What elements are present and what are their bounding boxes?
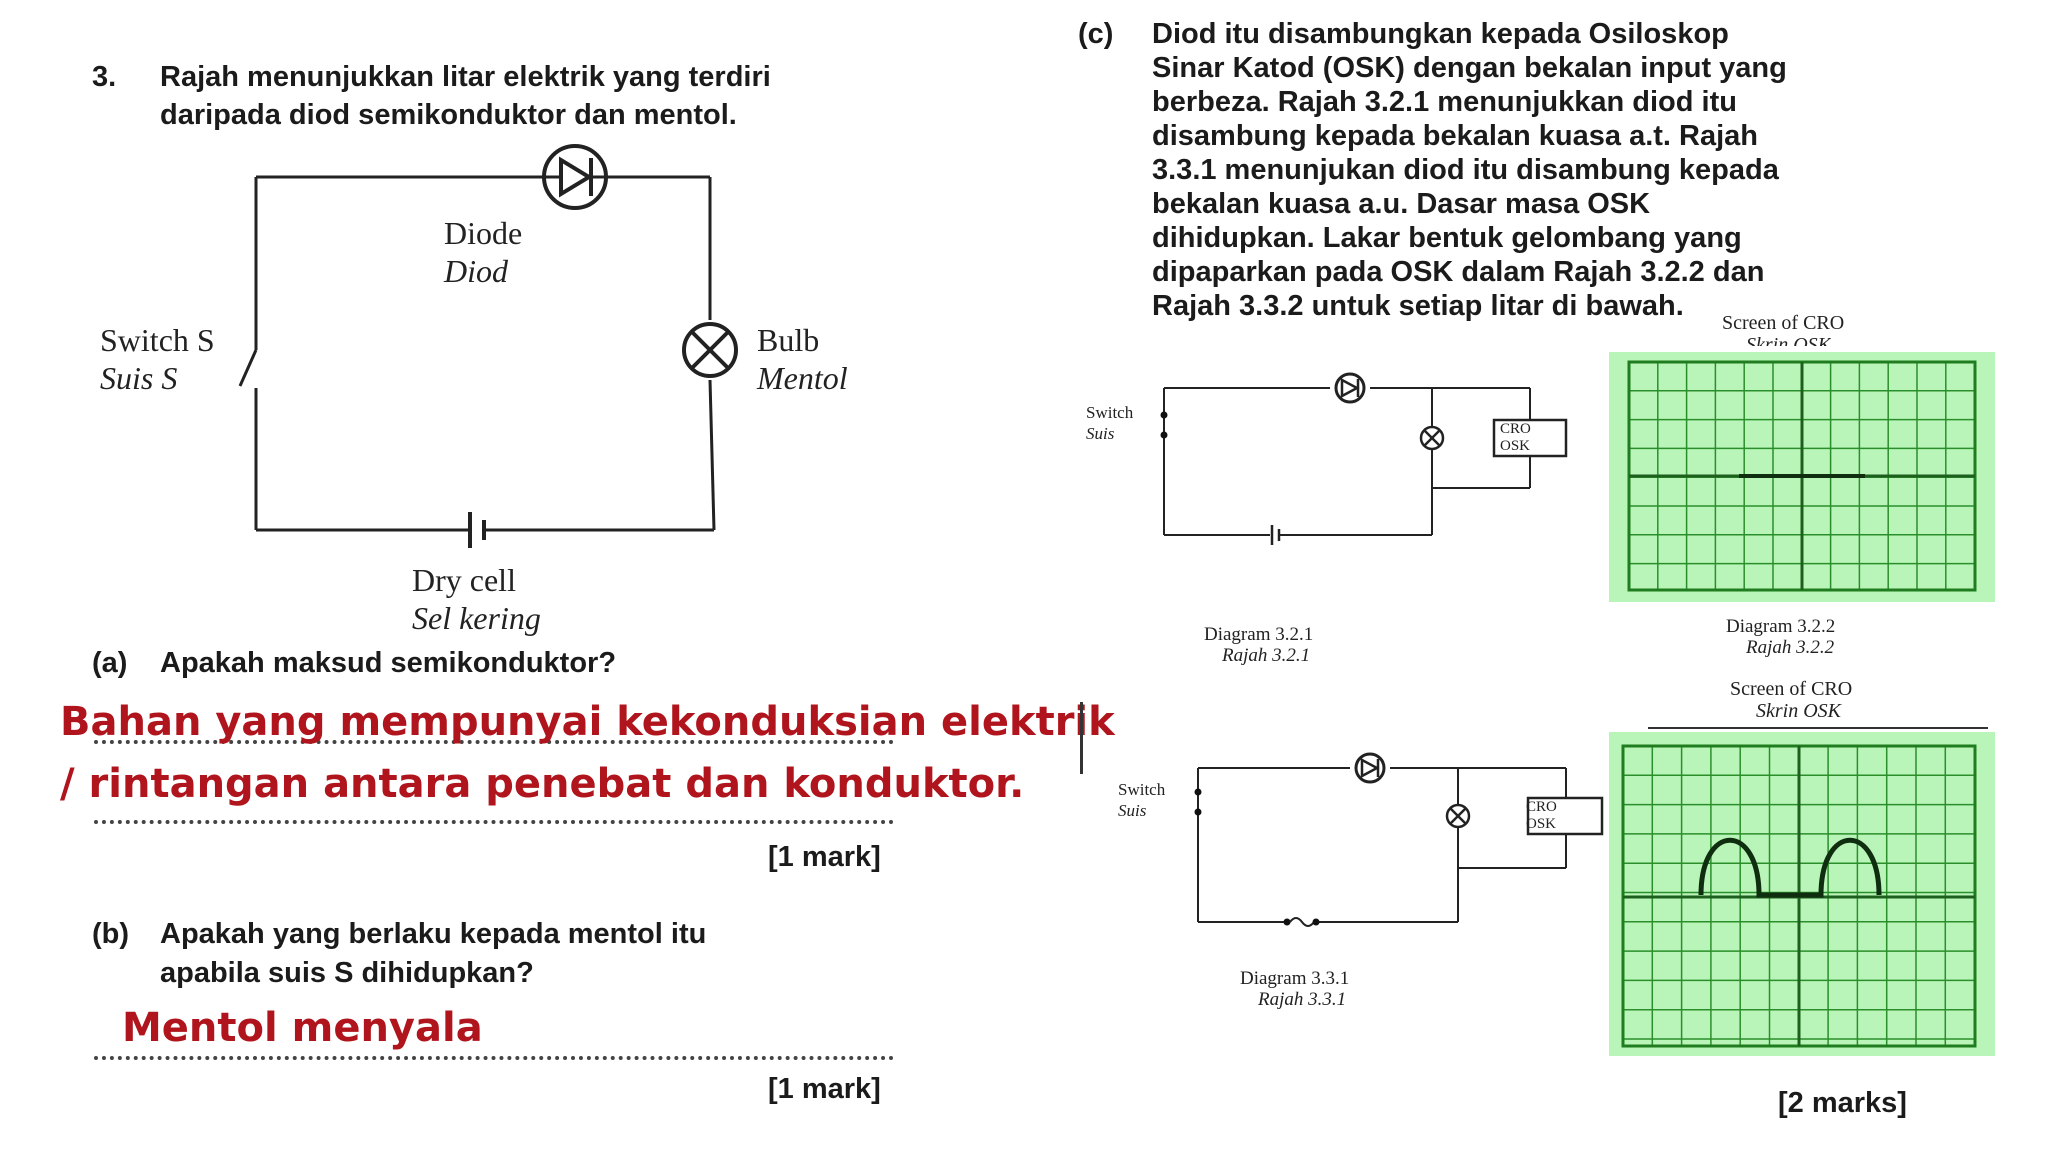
question-number: 3. — [92, 61, 117, 93]
d322-caption-en: Diagram 3.2.2 — [1726, 616, 1836, 637]
part-c-marks: [2 marks] — [1778, 1087, 1907, 1119]
divider-line — [1648, 727, 1988, 729]
part-c-line: Rajah 3.3.2 untuk setiap litar di bawah. — [1152, 290, 1684, 322]
part-a-answer-line1: Bahan yang mempunyai kekonduksian elektr… — [60, 699, 1115, 745]
part-b-answer: Mentol menyala — [122, 1005, 483, 1051]
part-a-label: (a) — [92, 647, 128, 679]
part-b-marks: [1 mark] — [768, 1073, 881, 1105]
answer-line — [94, 1056, 894, 1060]
part-c-line: 3.3.1 menunjukan diod itu disambung kepa… — [1152, 154, 1779, 186]
d322-screen-ms: Skrin OSK — [1746, 334, 1831, 346]
cro-screen-332 — [1609, 732, 1995, 1056]
main-circuit-diagram — [238, 144, 738, 548]
part-a-answer-line2: / rintangan antara penebat dan konduktor… — [60, 761, 1025, 807]
part-c-line: disambung kepada bekalan kuasa a.t. Raja… — [1152, 120, 1758, 152]
d331-caption-ms: Rajah 3.3.1 — [1258, 989, 1347, 1010]
part-c-line: Sinar Katod (OSK) dengan bekalan input y… — [1152, 52, 1787, 84]
diagram-321-circuit — [1160, 372, 1568, 545]
d331-cro-ms: OSK — [1526, 816, 1557, 832]
d321-cro-ms: OSK — [1500, 438, 1531, 454]
part-a-marks: [1 mark] — [768, 841, 881, 873]
d331-switch-en: Switch — [1118, 780, 1166, 799]
diode-label-en: Diode — [444, 215, 523, 251]
d322-caption-ms: Rajah 3.2.2 — [1746, 637, 1835, 658]
cell-label-en: Dry cell — [412, 562, 516, 598]
d331-cro-en: CRO — [1526, 799, 1557, 815]
part-c-line: Diod itu disambungkan kepada Osiloskop — [1152, 18, 1729, 50]
switch-label-ms: Suis S — [100, 360, 178, 396]
cro-screen-322 — [1609, 352, 1995, 602]
part-c-line: dipaparkan pada OSK dalam Rajah 3.2.2 da… — [1152, 256, 1765, 288]
d321-switch-en: Switch — [1086, 403, 1134, 422]
dry-cell-symbol — [468, 512, 486, 548]
answer-line — [94, 740, 894, 744]
d331-caption-en: Diagram 3.3.1 — [1240, 968, 1350, 989]
bulb-label-en: Bulb — [757, 322, 820, 358]
d321-caption-ms: Rajah 3.2.1 — [1222, 645, 1311, 666]
question-stem-line2: daripada diod semikonduktor dan mentol. — [160, 99, 737, 131]
switch-label-en: Switch S — [100, 322, 215, 358]
d321-switch-ms: Suis — [1086, 424, 1115, 443]
d332-screen-ms: Skrin OSK — [1756, 700, 1841, 722]
bulb-symbol — [682, 322, 738, 378]
bulb-label-ms: Mentol — [757, 360, 848, 396]
part-c-line: bekalan kuasa a.u. Dasar masa OSK — [1152, 188, 1651, 220]
d332-screen-en: Screen of CRO — [1730, 678, 1853, 700]
part-c-label: (c) — [1078, 18, 1114, 50]
d331-switch-ms: Suis — [1118, 801, 1147, 820]
part-a-question: Apakah maksud semikonduktor? — [160, 647, 617, 679]
d321-cro-en: CRO — [1500, 421, 1531, 437]
answer-line — [94, 820, 894, 824]
diode-symbol — [530, 144, 620, 210]
margin-bar — [1080, 702, 1083, 774]
cell-label-ms: Sel kering — [412, 600, 541, 636]
diode-label-ms: Diod — [444, 253, 508, 289]
diagram-331-circuit — [1194, 752, 1604, 927]
part-c-line: dihidupkan. Lakar bentuk gelombang yang — [1152, 222, 1742, 254]
d322-screen-en: Screen of CRO — [1722, 312, 1845, 334]
question-stem-line1: Rajah menunjukkan litar elektrik yang te… — [160, 61, 771, 93]
d321-caption-en: Diagram 3.2.1 — [1204, 624, 1314, 645]
part-b-label: (b) — [92, 918, 130, 950]
part-c-text: Diod itu disambungkan kepada Osiloskop S… — [1152, 17, 1787, 323]
part-b-question-line1: Apakah yang berlaku kepada mentol itu — [160, 918, 707, 950]
part-c-line: berbeza. Rajah 3.2.1 menunjukkan diod it… — [1152, 86, 1737, 118]
part-b-question-line2: apabila suis S dihidupkan? — [160, 957, 534, 989]
